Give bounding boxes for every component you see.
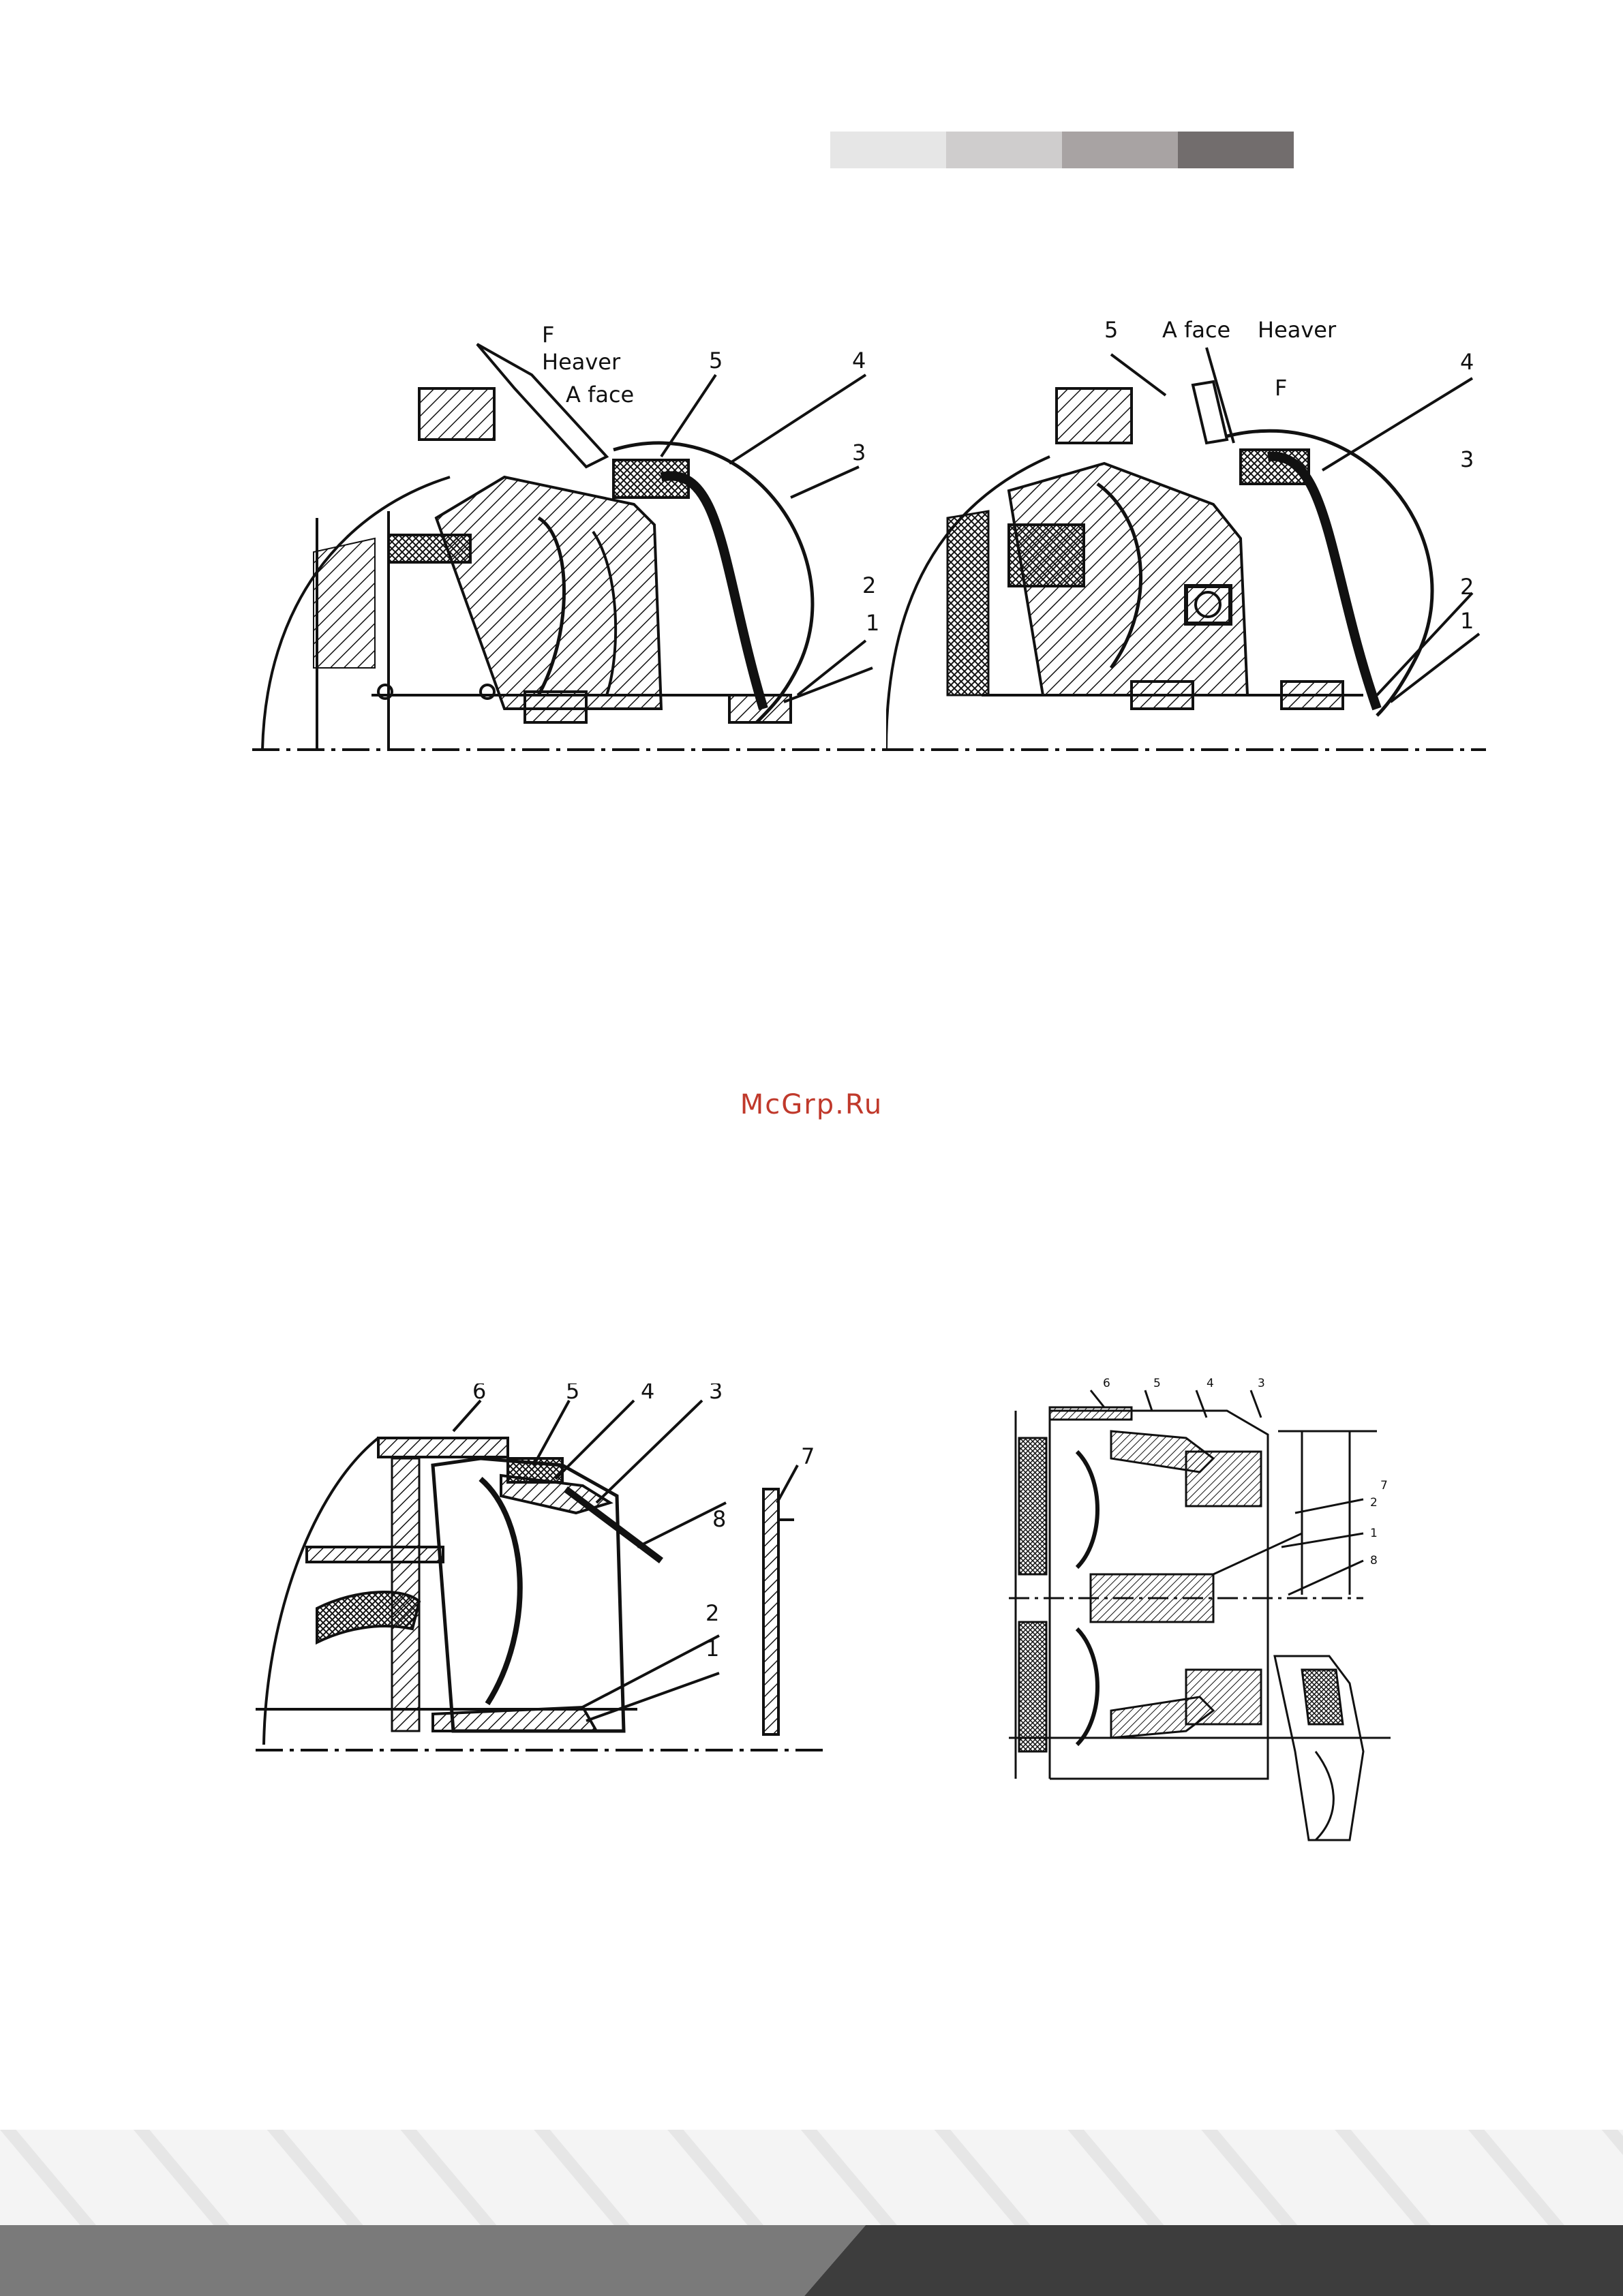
callout-8: 8 xyxy=(1370,1554,1378,1567)
callout-4: 4 xyxy=(852,348,866,373)
figure-top-right: 5 A face Heaver F 4 3 2 1 xyxy=(886,313,1486,756)
callout-7: 7 xyxy=(1380,1479,1388,1493)
callout-5: 5 xyxy=(1104,317,1118,343)
header-color-bar xyxy=(830,132,1294,168)
coupling-section-drawing-1: F Heaver A face 5 4 3 2 1 xyxy=(252,313,886,756)
color-swatch-4 xyxy=(1178,132,1294,168)
callout-8: 8 xyxy=(712,1506,726,1532)
callout-4: 4 xyxy=(1460,349,1474,375)
label-force: F xyxy=(1275,375,1287,401)
label-force: F xyxy=(542,322,554,348)
label-a-face: A face xyxy=(1162,317,1230,343)
callout-2: 2 xyxy=(862,572,876,598)
coupling-section-drawing-3: 6 5 4 3 7 8 2 1 xyxy=(256,1383,828,1765)
label-heaver: Heaver xyxy=(542,349,621,375)
callout-6: 6 xyxy=(1103,1377,1110,1390)
color-swatch-3 xyxy=(1062,132,1178,168)
footer-band xyxy=(0,2130,1623,2296)
callout-4: 4 xyxy=(1207,1377,1214,1390)
callout-2: 2 xyxy=(1460,574,1474,600)
callout-1: 1 xyxy=(1370,1527,1378,1540)
color-swatch-1 xyxy=(830,132,946,168)
callout-3: 3 xyxy=(852,440,866,465)
callout-2: 2 xyxy=(1370,1496,1378,1510)
figure-top-left: F Heaver A face 5 4 3 2 1 xyxy=(252,313,886,756)
label-heaver: Heaver xyxy=(1258,317,1337,343)
callout-6: 6 xyxy=(472,1383,486,1404)
callout-3: 3 xyxy=(709,1383,723,1404)
watermark: McGrp.Ru xyxy=(0,1089,1623,1120)
callout-5: 5 xyxy=(1153,1377,1161,1390)
coupling-section-drawing-2: 5 A face Heaver F 4 3 2 1 xyxy=(886,313,1486,756)
figure-bottom-left: 6 5 4 3 7 8 2 1 xyxy=(256,1383,828,1765)
callout-5: 5 xyxy=(566,1383,579,1404)
callout-4: 4 xyxy=(641,1383,654,1404)
callout-3: 3 xyxy=(1258,1377,1265,1390)
color-swatch-2 xyxy=(946,132,1062,168)
callout-5: 5 xyxy=(709,348,723,373)
footer-pattern xyxy=(0,2130,1623,2296)
callout-1: 1 xyxy=(866,610,879,636)
callout-3: 3 xyxy=(1460,446,1474,472)
coupling-assembly-drawing: 6 5 4 3 7 2 1 8 xyxy=(1009,1370,1418,1850)
label-a-face: A face xyxy=(566,382,634,408)
callout-1: 1 xyxy=(706,1636,719,1662)
callout-1: 1 xyxy=(1460,608,1474,634)
figure-bottom-right: 6 5 4 3 7 2 1 8 xyxy=(1009,1370,1418,1850)
callout-2: 2 xyxy=(706,1600,719,1626)
callout-7: 7 xyxy=(801,1443,815,1469)
